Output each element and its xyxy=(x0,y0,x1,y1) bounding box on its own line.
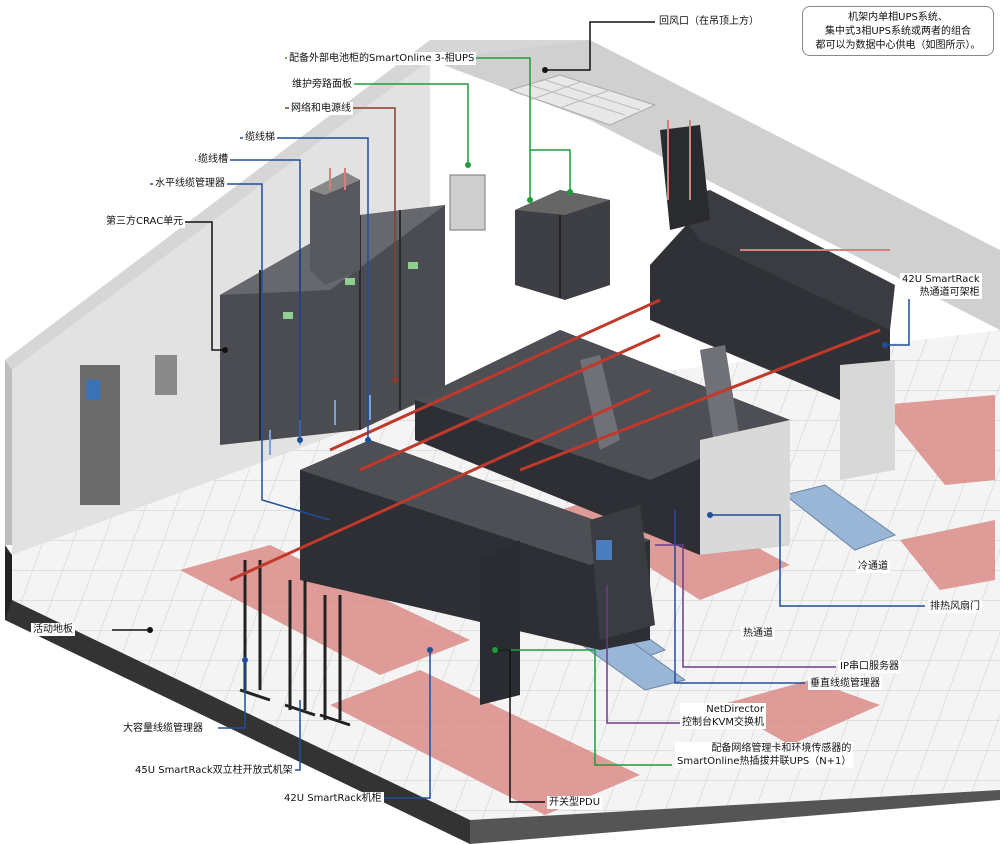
label-bypass-panel: 维护旁路面板 xyxy=(290,78,354,91)
label-3phase-ups: 配备外部电池柜的SmartOnline 3-相UPS xyxy=(287,52,477,65)
label-exhaust-door: 排热风扇门 xyxy=(928,600,982,613)
middle-rack-row xyxy=(415,330,790,555)
label-hot-aisle: 热通道 xyxy=(741,627,775,640)
left-wall xyxy=(5,360,12,545)
central-ups xyxy=(515,190,610,300)
label-42u-hot-aisle-line-1: 42U SmartRack xyxy=(902,274,980,285)
label-network-power: 网络和电源线 xyxy=(289,102,353,115)
hot-aisle-floor-5 xyxy=(880,395,995,485)
label-vertical-manager: 垂直线缆管理器 xyxy=(808,677,882,690)
hot-aisle-floor-4 xyxy=(720,680,880,745)
label-ups-n1-line-2: SmartOnline热插拔并联UPS（N+1） xyxy=(677,756,852,767)
ups-note-line-1: 机架内单相UPS系统、 xyxy=(848,12,948,23)
right-wall-face xyxy=(430,40,1000,330)
ups-note-line-3: 都可以为数据中心供电（如图所示）。 xyxy=(815,40,981,51)
hot-aisle-floor-2 xyxy=(330,670,640,815)
label-kvm: NetDirector 控制台KVM交换机 xyxy=(680,703,767,729)
label-pdu: 开关型PDU xyxy=(547,796,603,809)
wall-panel xyxy=(155,355,177,395)
label-cable-ladder: 缆线梯 xyxy=(243,131,277,144)
label-ups-n1-line-1: 配备网络管理卡和环境传感器的 xyxy=(711,743,852,754)
label-42u-hot-aisle: 42U SmartRack 热通道可架柜 xyxy=(900,273,982,299)
bypass-panel xyxy=(449,174,486,231)
crac-units xyxy=(220,172,445,445)
ups-note-line-2: 集中式3相UPS系统或两者的组合 xyxy=(824,26,972,37)
label-ip-serial: IP串口服务器 xyxy=(838,660,901,673)
label-cable-trough: 缆线槽 xyxy=(196,153,230,166)
label-raised-floor: 活动地板 xyxy=(31,623,75,636)
airflow-arrows xyxy=(329,120,890,251)
label-crac: 第三方CRAC单元 xyxy=(104,215,186,228)
label-horizontal-manager: 水平线缆管理器 xyxy=(153,177,227,190)
label-high-capacity-manager: 大容量线缆管理器 xyxy=(121,722,205,735)
label-42u-rack: 42U SmartRack机柜 xyxy=(282,792,384,805)
back-rack-row xyxy=(650,125,895,480)
label-return-air: 回风口（在吊顶上方） xyxy=(657,15,761,28)
label-open-rack: 45U SmartRack双立柱开放式机架 xyxy=(133,764,295,777)
ups-note: 机架内单相UPS系统、 集中式3相UPS系统或两者的组合 都可以为数据中心供电（… xyxy=(802,6,994,56)
label-ups-n1: 配备网络管理卡和环境传感器的 SmartOnline热插拔并联UPS（N+1） xyxy=(675,742,854,768)
callout-dots xyxy=(147,67,888,663)
label-kvm-line-2: 控制台KVM交换机 xyxy=(682,717,765,728)
label-kvm-line-1: NetDirector xyxy=(706,704,765,715)
label-cold-aisle: 冷通道 xyxy=(856,560,890,573)
hot-aisle-floor-6 xyxy=(900,520,995,590)
label-42u-hot-aisle-line-2: 热通道可架柜 xyxy=(919,287,980,298)
cable-ladder xyxy=(229,298,881,582)
floor-slab xyxy=(5,545,470,844)
